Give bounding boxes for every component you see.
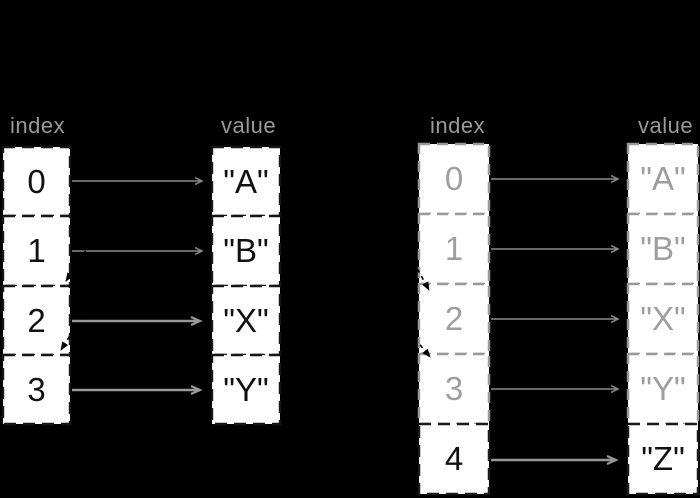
right-value-cell-4: "Z" (641, 440, 685, 477)
right-value-cell-3-box (626, 352, 700, 426)
left-index-cell-3: 3 (27, 370, 46, 408)
right-index-cell-1: 1 (444, 230, 464, 267)
left-mapping-arrows (72, 176, 204, 396)
left-value-cell-3: "Y" (223, 370, 269, 408)
right-index-cell-0: 0 (444, 160, 464, 197)
left-index-header: index (10, 113, 66, 138)
left-index-cell-0-box (1, 145, 72, 218)
left-index-cell-2-box (1, 284, 72, 357)
left-index-column (1, 145, 72, 426)
right-index-cell-2: 2 (444, 300, 464, 337)
left-value-column (210, 145, 282, 426)
right-value-cell-1-box (626, 212, 700, 286)
right-mapping-arrows (491, 174, 620, 466)
right-value-cell-2: "X" (640, 300, 686, 337)
left-value-cell-3-box (210, 353, 282, 426)
right-index-cell-0-box (417, 142, 491, 216)
left-value-cell-2: "X" (223, 301, 269, 339)
right-index-cell-3-box (417, 352, 491, 426)
right-index-column (417, 142, 491, 426)
right-value-cell-3: "Y" (640, 370, 686, 407)
right-value-cell-1: "B" (640, 230, 686, 267)
right-index-cell-3: 3 (444, 370, 464, 407)
left-value-cell-1: "B" (223, 232, 269, 269)
left-index-cell-1-box (1, 214, 72, 288)
right-value-cell-0-box (626, 142, 700, 216)
left-index-cell-2: 2 (27, 301, 46, 339)
left-value-cell-0: "A" (223, 162, 269, 200)
left-index-cell-1: 1 (27, 232, 46, 269)
left-index-cell-0: 0 (27, 162, 46, 200)
left-value-cell-0-box (210, 145, 282, 218)
right-index-cell-2-box (417, 282, 491, 356)
right-index-cell-4: 4 (444, 440, 464, 477)
right-index-cell-4-box (417, 422, 491, 496)
right-index-cell-1-box (417, 212, 491, 286)
right-value-cell-0: "A" (640, 160, 686, 197)
left-insertion-arrow-2-3 (60, 315, 83, 351)
right-value-cell-4-box (626, 422, 700, 496)
insertion-arrows (60, 243, 431, 358)
left-index-cell-3-box (1, 353, 72, 426)
right-value-header: value (638, 113, 694, 138)
left-value-cell-1-box (210, 214, 282, 288)
left-value-header: value (221, 113, 277, 138)
right-index-header: index (430, 113, 486, 138)
right-value-cell-2-box (626, 282, 700, 356)
right-value-column (626, 142, 700, 426)
